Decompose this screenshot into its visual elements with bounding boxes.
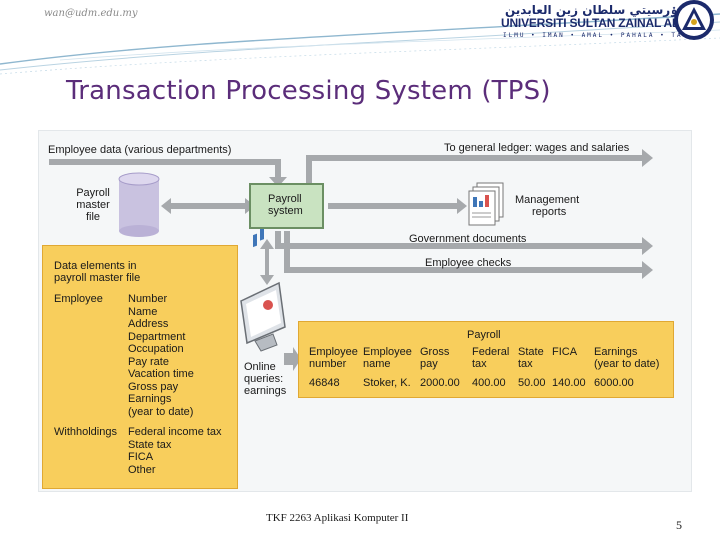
category-withholdings: Withholdings (54, 426, 117, 438)
column-header: FICA (552, 346, 578, 358)
list-item: Federal income tax (128, 426, 222, 438)
government-documents-label: Government documents (409, 233, 527, 245)
online-queries-label: Online queries: earnings (244, 361, 287, 397)
list-item: Earnings (128, 393, 172, 405)
header-swoosh (0, 13, 720, 75)
list-item: Occupation (128, 343, 184, 355)
list-item: State tax (128, 438, 172, 451)
data-elements-title: Data elements in payroll master file (54, 260, 141, 284)
tps-payroll-diagram: Employee data (various departments) To g… (38, 130, 692, 492)
arrow-payroll-record (284, 347, 301, 371)
list-item: Vacation time (128, 368, 194, 380)
arrow-employee-checks (284, 231, 290, 269)
arrow-management-reports (328, 198, 467, 214)
table-cell: 140.00 (552, 377, 586, 389)
report-stack-icon (468, 182, 504, 226)
employee-data-label: Employee data (various departments) (48, 144, 232, 156)
list-item: Pay rate (128, 355, 169, 368)
table-cell: 6000.00 (594, 377, 634, 389)
general-ledger-label: To general ledger: wages and salaries (444, 142, 630, 154)
university-seal-icon (674, 0, 714, 40)
management-reports-label: Management reports (515, 194, 580, 218)
payroll-system-box: Payroll system (249, 183, 324, 229)
payroll-master-file-label: Payroll master file (76, 187, 110, 223)
list-item: FICA (128, 451, 154, 463)
page-number: 5 (676, 518, 682, 532)
list-item: Address (128, 318, 169, 330)
table-cell: 46848 (309, 377, 340, 389)
payroll-record-title: Payroll (467, 329, 501, 341)
arrow-employee-data (49, 159, 281, 165)
table-cell: 2000.00 (420, 377, 460, 389)
data-elements-panel: Data elements in payroll master file Emp… (42, 245, 238, 489)
logo-motto: ILMU • IMAN • AMAL • PAHALA • TAQWA (503, 32, 700, 39)
employee-checks-label: Employee checks (425, 257, 512, 269)
slide-title: Transaction Processing System (TPS) (66, 76, 551, 106)
withholdings-fields-list: Federal income tax State tax FICA Other (128, 426, 222, 476)
list-item: Name (128, 305, 158, 318)
logo-university-name: UNIVERSITI SULTAN ZAINAL ABIDIN (501, 16, 704, 30)
column-header: Earnings(year to date) (594, 346, 660, 370)
list-item: (year to date) (128, 405, 194, 418)
database-cylinder-icon (118, 172, 160, 237)
table-cell: 50.00 (518, 377, 546, 389)
employee-fields-list: Number Name Address Department Occupatio… (128, 293, 194, 418)
university-logo: يونيۏرسيتي سلطان زين العابدين UNIVERSITI… (495, 0, 720, 44)
table-cell: Stoker, K. (363, 377, 411, 389)
author-email: wan@udm.edu.my (44, 8, 138, 19)
arrow-government-documents (275, 231, 281, 245)
computer-monitor-icon (240, 225, 286, 352)
category-employee: Employee (54, 293, 103, 305)
list-item: Gross pay (128, 380, 179, 393)
flow-arrows (49, 149, 653, 371)
list-item: Department (128, 330, 186, 343)
logo-arabic-text: يونيۏرسيتي سلطان زين العابدين (505, 3, 699, 17)
arrow-master-file (161, 198, 255, 214)
footer-course-name: TKF 2263 Aplikasi Komputer II (266, 512, 409, 524)
table-cell: 400.00 (472, 377, 506, 389)
list-item: Number (128, 293, 168, 305)
list-item: Other (128, 463, 156, 476)
arrow-online-queries (260, 239, 274, 285)
